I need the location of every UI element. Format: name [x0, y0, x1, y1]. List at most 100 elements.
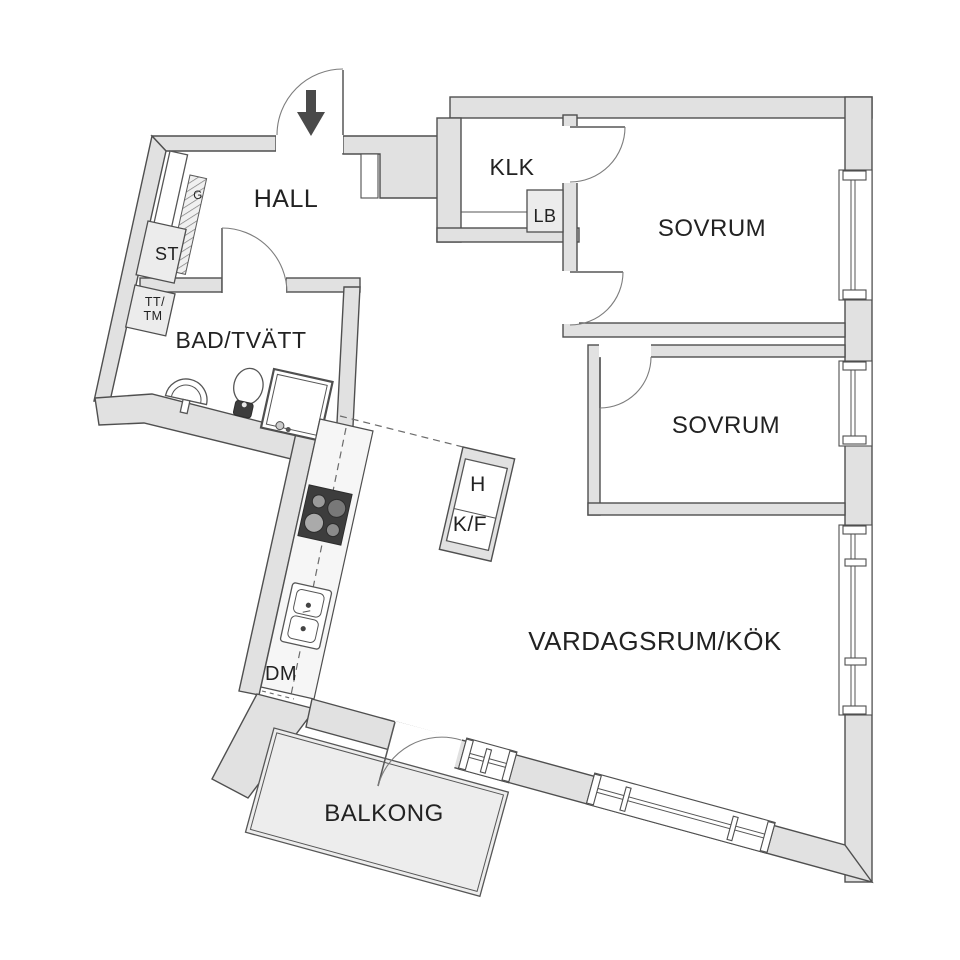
- burner: [327, 498, 347, 518]
- window-frame: [585, 772, 776, 854]
- window-cap: [457, 738, 474, 771]
- window-cap: [842, 361, 867, 371]
- klk-door-opening: [561, 126, 579, 183]
- wall-top-left: [150, 135, 277, 152]
- balcony-door-leaf: [377, 721, 396, 787]
- kitchen-sink-basin: [287, 615, 319, 643]
- wall-sovrum2-south: [587, 502, 846, 516]
- label-klk: KLK: [490, 154, 535, 180]
- label-sovrum1: SOVRUM: [658, 215, 766, 242]
- window-mullion: [844, 558, 867, 567]
- wall-sovrum1-south: [562, 322, 846, 338]
- window-mullion: [844, 657, 867, 666]
- entrance-door-arc: [276, 68, 344, 136]
- toilet: [232, 367, 264, 419]
- shower-tray-inner: [265, 373, 328, 436]
- label-sovrum2: SOVRUM: [672, 412, 780, 439]
- closet-st: [135, 220, 187, 284]
- cabinet-h-kf: [438, 446, 516, 563]
- label-lb: LB: [533, 206, 556, 226]
- kitchen-sink-drain: [305, 602, 311, 608]
- balcony-door-arc: [377, 736, 462, 787]
- label-vardagsrum: VARDAGSRUM/KÖK: [528, 626, 782, 656]
- window-cap: [842, 289, 867, 300]
- balcony-inner-rail: [249, 732, 505, 892]
- kitchen-faucet: [302, 610, 311, 613]
- lb-cabinet: [526, 189, 564, 233]
- window-sovrum1: [838, 169, 873, 301]
- wall-klk-west: [436, 117, 462, 243]
- burner: [304, 512, 325, 533]
- label-tt: TT/: [145, 295, 165, 309]
- window-cap: [842, 170, 867, 181]
- label-st: ST: [155, 244, 179, 264]
- doors: [221, 68, 652, 787]
- cabinet-h-kf-inner: [445, 458, 509, 552]
- bathroom-sink: [164, 378, 208, 415]
- window-livingroom-south: [585, 772, 776, 854]
- label-balkong: BALKONG: [324, 800, 444, 827]
- bathroom-door-opening: [222, 276, 286, 294]
- sovrum1-door-arc: [569, 271, 624, 326]
- window-balcony-side: [457, 737, 518, 784]
- entrance-arrow-shaft: [306, 90, 316, 114]
- window-mullion: [619, 786, 632, 813]
- kitchen-sink-unit: [279, 582, 333, 650]
- window-glass-line: [850, 367, 856, 440]
- closet-st-box: [135, 220, 187, 284]
- sink-basin-inner: [170, 384, 202, 404]
- sovrum2-door-arc: [599, 356, 652, 409]
- hall-niche: [360, 153, 379, 199]
- sink-pedestal: [179, 398, 191, 415]
- window-cap: [842, 705, 867, 715]
- wall-sovrum2-north: [649, 344, 846, 358]
- kitchen-counter-end-dash: [261, 690, 295, 700]
- window-glass-line: [850, 176, 856, 294]
- window-mullion: [479, 748, 493, 774]
- burner: [311, 494, 326, 509]
- shower-drain: [275, 421, 285, 431]
- burner: [325, 523, 340, 538]
- toilet-tank: [232, 400, 254, 419]
- bathroom-door-arc: [221, 227, 288, 294]
- label-bad-tvatt: BAD/TVÄTT: [175, 327, 306, 353]
- window-livingroom-east: [838, 524, 873, 716]
- sink-basin: [164, 378, 208, 406]
- shower: [259, 367, 334, 442]
- window-cap: [759, 820, 776, 854]
- kitchen-sink: [279, 582, 333, 650]
- label-h: H: [470, 473, 486, 496]
- label-g: G: [193, 190, 202, 202]
- kitchen-counter-centerline: [290, 427, 347, 696]
- balcony-door-opening: [387, 721, 462, 769]
- label-dm: DM: [265, 663, 297, 685]
- kitchen-sink-drain: [300, 626, 306, 632]
- label-tm: TM: [143, 309, 162, 323]
- closet-tt-tm-box: [124, 284, 176, 337]
- label-hall: HALL: [254, 185, 319, 213]
- klk-door-arc: [569, 126, 626, 183]
- soffit-dashed-line: [339, 415, 464, 448]
- window-cap: [842, 435, 867, 445]
- shower-drain-small: [285, 427, 291, 433]
- cabinet-divider: [453, 508, 496, 519]
- window-cap: [842, 525, 867, 535]
- wall-sovrum2-west: [587, 344, 601, 516]
- label-kf: K/F: [453, 513, 487, 536]
- wall-top-right: [449, 96, 873, 119]
- toilet-bowl: [233, 367, 264, 405]
- window-cap: [585, 773, 602, 806]
- wall-bathroom-east: [335, 286, 361, 447]
- entrance-opening: [276, 134, 343, 153]
- toilet-flush: [241, 402, 247, 408]
- entrance-arrow-icon: [297, 90, 325, 136]
- wall-klk-sovrum-stub: [562, 114, 578, 128]
- stove: [297, 484, 353, 546]
- wall-klk-sovrum: [562, 181, 578, 273]
- window-mullion: [726, 815, 739, 842]
- wall-entrance-block: [342, 135, 451, 199]
- sovrum2-door-opening: [599, 344, 651, 358]
- kitchen-sink-basin: [293, 589, 325, 618]
